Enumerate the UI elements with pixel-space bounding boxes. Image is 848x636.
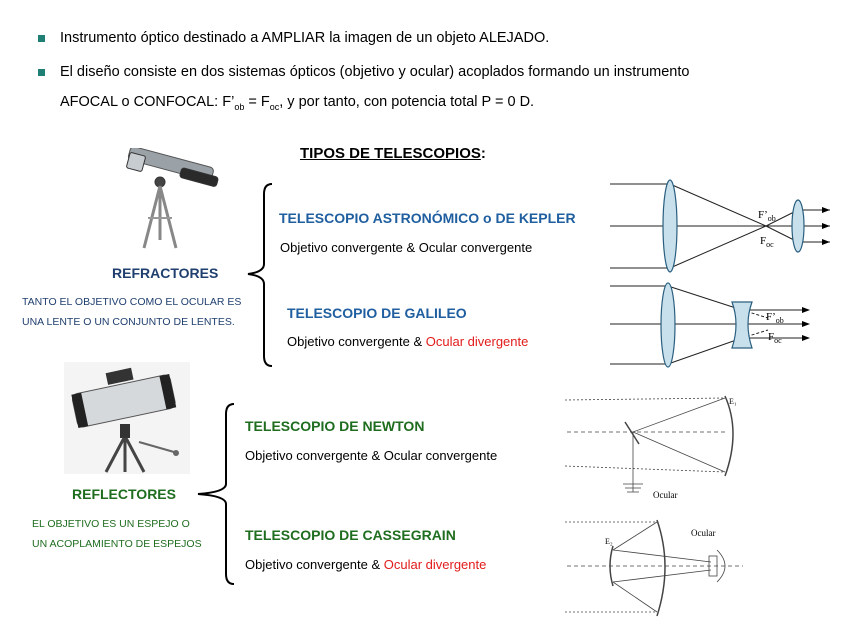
newton-title: TELESCOPIO DE NEWTON: [245, 418, 424, 434]
reflectors-label: REFLECTORES: [72, 486, 176, 502]
kepler-desc: Objetivo convergente & Ocular convergent…: [280, 240, 532, 255]
bullet-square-icon: [38, 69, 45, 76]
newton-diagram: E₁ Ocular: [565, 392, 745, 502]
kepler-fob-label: F’ob: [758, 209, 776, 223]
kepler-diagram: F’ob Foc: [608, 178, 834, 276]
kepler-foc-label: Foc: [760, 235, 774, 249]
newton-desc: Objetivo convergente & Ocular convergent…: [245, 448, 497, 463]
refractors-note: TANTO EL OBJETIVO COMO EL OCULAR ES UNA …: [22, 292, 241, 332]
cassegrain-e2-label: E₂: [605, 537, 613, 546]
cassegrain-desc: Objetivo convergente & Ocular divergente: [245, 557, 486, 572]
kepler-title: TELESCOPIO ASTRONÓMICO o DE KEPLER: [279, 210, 576, 226]
bullet-text-line1: El diseño consiste en dos sistemas óptic…: [60, 62, 689, 82]
galileo-desc: Objetivo convergente & Ocular divergente: [287, 334, 528, 349]
reflector-telescope-image: [64, 362, 190, 474]
reflectors-brace: [196, 400, 240, 588]
galileo-fob-label: F’ob: [766, 311, 784, 325]
bullet-text-line2: AFOCAL o CONFOCAL: F’ob = Foc, y por tan…: [60, 92, 534, 117]
cassegrain-diagram: E₂ Ocular: [565, 516, 745, 622]
bullet-text: Instrumento óptico destinado a AMPLIAR l…: [60, 28, 549, 48]
refractor-telescope-image: [118, 148, 228, 253]
reflectors-note: EL OBJETIVO ES UN ESPEJO O UN ACOPLAMIEN…: [32, 514, 202, 554]
galileo-title: TELESCOPIO DE GALILEO: [287, 305, 467, 321]
section-title: TIPOS DE TELESCOPIOS:: [300, 145, 486, 163]
refractors-label: REFRACTORES: [112, 265, 218, 281]
newton-e1-label: E₁: [729, 397, 737, 406]
refractors-brace: [238, 180, 278, 370]
cassegrain-title: TELESCOPIO DE CASSEGRAIN: [245, 527, 456, 543]
galileo-diagram: F’ob Foc: [608, 282, 834, 372]
bullet-square-icon: [38, 35, 45, 42]
newton-ocular-label: Ocular: [653, 490, 678, 500]
cassegrain-ocular-label: Ocular: [691, 528, 716, 538]
galileo-foc-label: Foc: [768, 331, 782, 345]
